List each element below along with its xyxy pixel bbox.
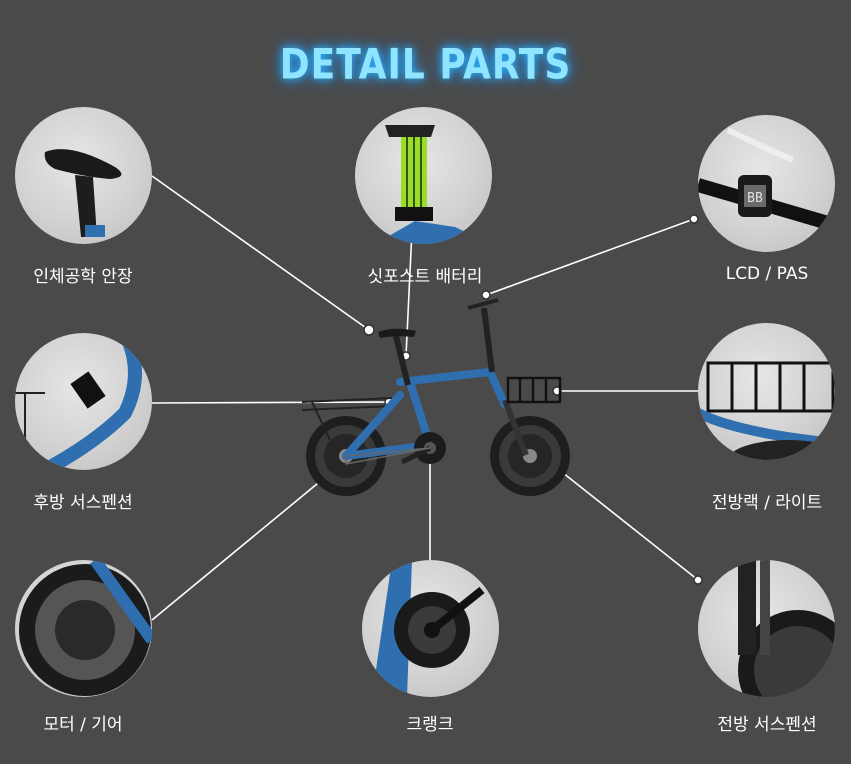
front-suspension-detail-image	[698, 560, 835, 697]
front-wheel	[490, 416, 570, 496]
crank-detail-image	[362, 560, 499, 697]
motor-gear-detail-image	[15, 560, 152, 697]
label-rear-suspension: 후방 서스펜션	[33, 493, 133, 513]
label-lcd: LCD / PAS	[725, 264, 809, 284]
label-battery: 싯포스트 배터리	[367, 267, 483, 287]
lcd-pas-detail-image: BB	[698, 115, 835, 252]
saddle-detail-image	[15, 107, 152, 244]
seatpost-battery-detail-image	[355, 107, 492, 244]
label-crank: 크랭크	[406, 715, 454, 735]
rear-suspension-detail-image	[15, 333, 152, 470]
label-front-rack: 전방랙 / 라이트	[711, 493, 823, 513]
label-saddle: 인체공학 안장	[33, 267, 133, 287]
lcd-icon: BB	[747, 191, 763, 206]
label-motor: 모터 / 기어	[43, 715, 123, 735]
page-title: DETAIL PARTS	[279, 40, 572, 90]
front-rack-detail-image	[698, 323, 835, 460]
label-front-suspension: 전방 서스펜션	[717, 715, 817, 735]
